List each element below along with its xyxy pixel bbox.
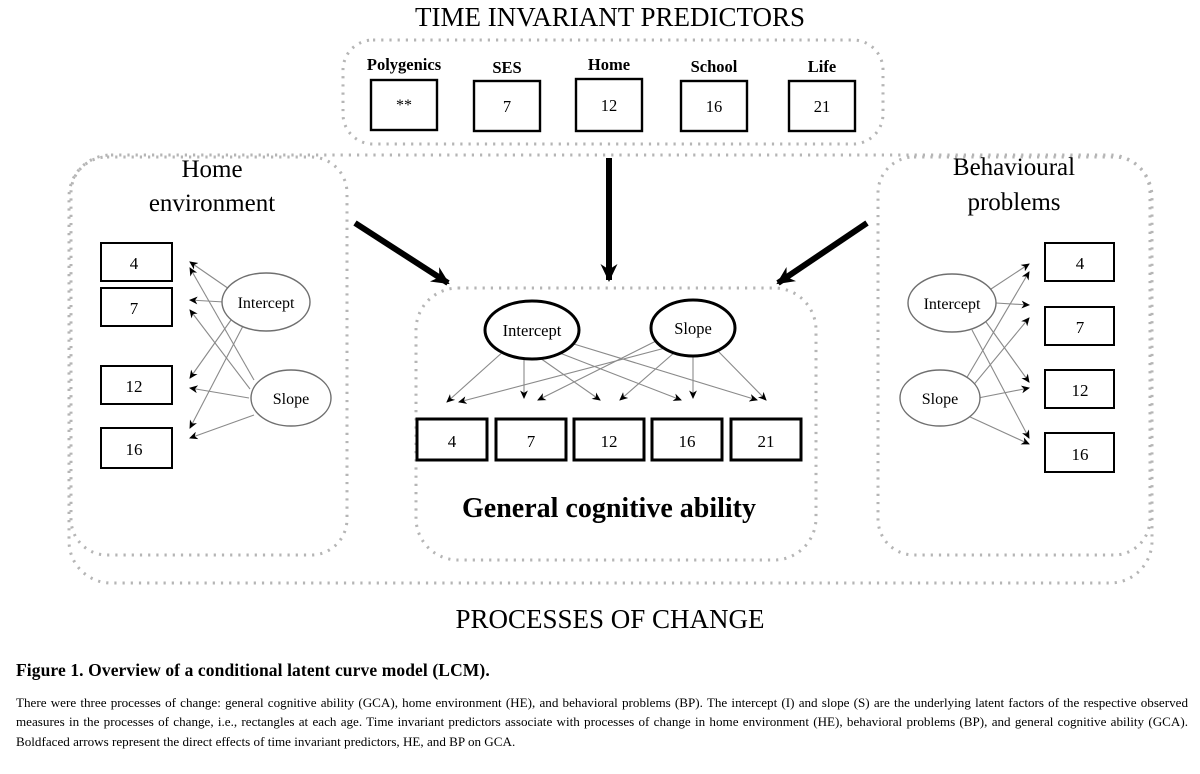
he-indicator-box-16[interactable] [100,427,173,469]
gca-indicator-value-16: 16 [679,432,696,451]
figure-caption: Figure 1. Overview of a conditional late… [16,660,1188,751]
behavioural-problems-paths [965,263,1030,445]
gca-indicator-value-4: 4 [448,432,457,451]
gca-indicator-box-21[interactable] [729,417,803,462]
tip-value-school: 16 [706,97,723,116]
gca-indicator-box-16[interactable] [650,417,724,462]
gca-indicator-box-7[interactable] [494,417,568,462]
he-indicator-value-7: 7 [130,299,139,318]
figure-caption-body: There were three processes of change: ge… [16,695,1188,749]
tip-box-home[interactable] [574,77,644,133]
gca-indicator-value-12: 12 [601,432,618,451]
gca-latent-slope-label: Slope [674,319,712,338]
gca-latent-slope[interactable] [649,298,737,358]
he-latent-intercept-label: Intercept [238,295,295,312]
bp-indicator-value-12: 12 [1072,381,1089,400]
bold-arrow-he-to-gca [353,220,450,286]
tip-value-ses: 7 [503,97,511,116]
tip-value-life: 21 [814,97,831,116]
bp-indicator-value-4: 4 [1076,254,1085,273]
tip-box-life[interactable] [787,79,857,133]
lcm-diagram: TIME INVARIANT PREDICTORS Polygenics ** … [67,2,1154,634]
tip-label-ses: SES [492,58,521,77]
he-indicator-box-4[interactable] [100,242,173,282]
tip-box-ses[interactable] [472,79,542,133]
tip-label-polygenics: Polygenics [367,55,442,74]
time-invariant-predictors-panel [341,38,885,146]
bp-latent-intercept-label: Intercept [924,296,981,313]
gca-indicator-box-12[interactable] [572,417,646,462]
bp-latent-slope-label: Slope [922,391,958,408]
he-latent-intercept[interactable] [221,272,311,332]
behavioural-problems-panel [876,155,1152,557]
general-cognitive-ability-paths [446,337,767,404]
figure-caption-title: Figure 1. Overview of a conditional late… [16,660,490,680]
gca-indicator-box-4[interactable] [415,417,489,462]
he-indicator-box-7[interactable] [100,287,173,327]
bp-indicator-value-16: 16 [1072,445,1089,464]
behavioural-problems-label-line1: Behavioural [953,154,1075,181]
home-environment-panel [69,155,349,557]
he-indicator-value-12: 12 [126,377,143,396]
bp-indicator-box-4[interactable] [1044,242,1115,282]
he-latent-slope-label: Slope [273,391,309,408]
he-indicator-box-12[interactable] [100,365,173,405]
general-cognitive-ability-panel [414,286,818,562]
behavioural-problems-label-line2: problems [967,189,1060,216]
tip-box-polygenics[interactable] [369,78,439,132]
bottom-header: PROCESSES OF CHANGE [455,604,764,634]
he-indicator-value-4: 4 [130,254,139,273]
tip-value-home: 12 [601,96,618,115]
gca-latent-intercept-label: Intercept [503,321,562,340]
home-environment-label-line2: environment [149,190,275,217]
general-cognitive-ability-label: General cognitive ability [462,493,756,524]
bp-indicator-box-12[interactable] [1044,369,1115,409]
tip-box-school[interactable] [679,79,749,133]
bp-indicator-box-7[interactable] [1044,306,1115,346]
tip-label-home: Home [588,55,630,74]
bp-latent-slope[interactable] [899,369,981,427]
tip-value-polygenics: ** [396,97,412,114]
home-environment-label-line1: Home [181,156,242,183]
bp-indicator-value-7: 7 [1076,318,1085,337]
gca-indicator-value-21: 21 [758,432,775,451]
he-latent-slope[interactable] [250,369,332,427]
bp-latent-intercept[interactable] [907,273,997,333]
he-indicator-value-16: 16 [126,440,143,459]
gca-latent-intercept[interactable] [483,299,581,361]
bp-indicator-box-16[interactable] [1044,432,1115,473]
bold-arrow-bp-to-gca [776,220,869,286]
direct-effect-arrows [353,158,869,286]
top-header: TIME INVARIANT PREDICTORS [415,2,805,32]
tip-label-school: School [691,57,738,76]
tip-label-life: Life [808,57,836,76]
home-environment-paths [189,261,255,440]
gca-indicator-value-7: 7 [527,432,536,451]
